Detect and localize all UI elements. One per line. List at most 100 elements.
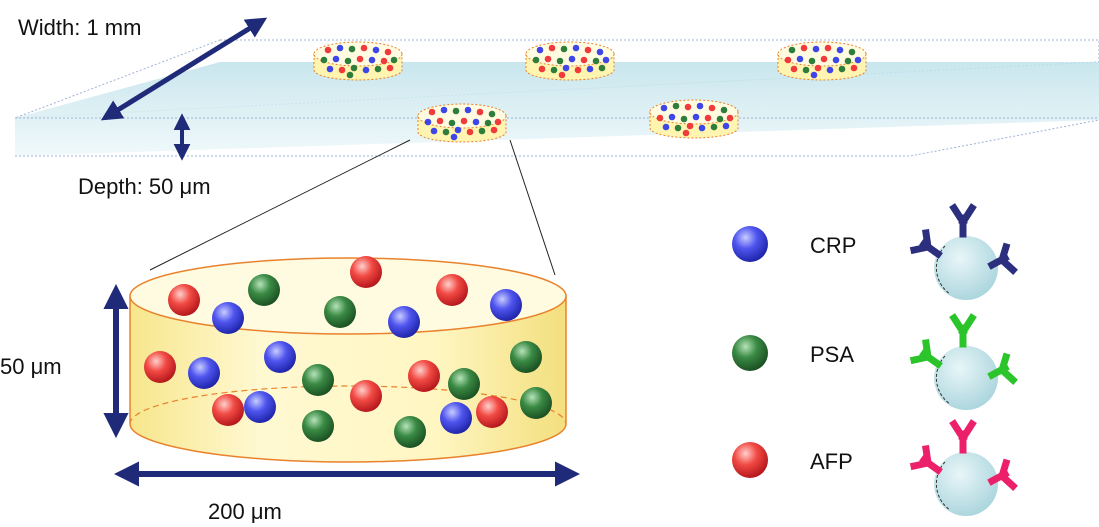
small-psa-bead bbox=[320, 56, 328, 64]
small-psa-bead bbox=[560, 45, 568, 53]
small-psa-bead bbox=[716, 115, 724, 123]
small-psa-bead bbox=[844, 57, 852, 65]
channel-top-face bbox=[14, 39, 1099, 119]
afp-bead bbox=[168, 284, 200, 316]
crp-bead bbox=[490, 289, 522, 321]
height-value: 50 bbox=[0, 354, 31, 379]
small-crp-bead bbox=[450, 133, 458, 141]
small-crp-bead bbox=[368, 56, 376, 64]
zoom-line-left bbox=[149, 139, 411, 271]
small-afp-bead bbox=[814, 64, 822, 72]
small-psa-bead bbox=[346, 71, 354, 79]
small-psa-bead bbox=[350, 64, 358, 72]
small-crp-bead bbox=[602, 56, 610, 64]
psa-bead bbox=[520, 387, 552, 419]
small-crp-bead bbox=[568, 55, 576, 63]
small-crp-bead bbox=[692, 113, 700, 121]
afp-bead bbox=[350, 256, 382, 288]
small-crp-bead bbox=[796, 55, 804, 63]
small-crp-bead bbox=[836, 46, 844, 54]
small-afp-bead bbox=[686, 122, 694, 130]
small-crp-bead bbox=[696, 102, 704, 110]
channel-fill bbox=[15, 62, 1099, 156]
small-psa-bead bbox=[556, 57, 564, 65]
afp-bead-core-dash bbox=[935, 461, 951, 511]
small-afp-bead bbox=[824, 44, 832, 52]
afp-antibody-bead-icon bbox=[909, 419, 1018, 516]
small-afp-bead bbox=[324, 46, 332, 54]
small-crp-bead bbox=[668, 113, 676, 121]
small-crp-bead bbox=[326, 65, 334, 73]
diameter-label: 200 μm bbox=[208, 499, 282, 524]
legend-afp-bead bbox=[732, 442, 768, 478]
legend-crp-bead bbox=[732, 226, 768, 262]
depth-unit: μm bbox=[180, 174, 211, 199]
small-crp-bead bbox=[826, 66, 834, 74]
depth-label: Depth: 50 μm bbox=[78, 174, 211, 199]
afp-antibody-top bbox=[949, 419, 977, 454]
afp-bead bbox=[144, 351, 176, 383]
afp-bead bbox=[350, 380, 382, 412]
small-crp-bead bbox=[662, 123, 670, 131]
legend-afp: AFP bbox=[732, 419, 1018, 516]
width-label: Width: 1 mm bbox=[18, 15, 141, 40]
small-chambers bbox=[313, 41, 867, 143]
small-afp-bead bbox=[574, 66, 582, 74]
height-unit: μm bbox=[31, 354, 62, 379]
small-psa-bead bbox=[674, 124, 682, 132]
small-psa-bead bbox=[848, 48, 856, 56]
small-crp-bead bbox=[722, 122, 730, 130]
small-crp-bead bbox=[812, 45, 820, 53]
small-crp-bead bbox=[336, 44, 344, 52]
small-afp-bead bbox=[428, 108, 436, 116]
small-chamber bbox=[313, 41, 403, 81]
psa-antibody-bead-icon bbox=[909, 313, 1018, 410]
small-chamber bbox=[777, 41, 867, 81]
legend: CRP PSA AFP bbox=[732, 203, 1018, 516]
psa-bead bbox=[248, 274, 280, 306]
small-psa-bead bbox=[478, 127, 486, 135]
afp-antibody-right bbox=[987, 458, 1018, 491]
small-crp-bead bbox=[536, 46, 544, 54]
small-afp-bead bbox=[726, 114, 734, 122]
legend-psa-label: PSA bbox=[810, 342, 854, 367]
small-psa-bead bbox=[488, 110, 496, 118]
psa-antibody-top bbox=[949, 313, 977, 348]
small-chamber bbox=[525, 41, 615, 81]
small-crp-bead bbox=[472, 118, 480, 126]
psa-antibody-right bbox=[987, 352, 1018, 385]
small-afp-bead bbox=[460, 117, 468, 125]
afp-bead bbox=[476, 396, 508, 428]
small-psa-bead bbox=[442, 128, 450, 136]
small-afp-bead bbox=[580, 56, 588, 64]
small-afp-bead bbox=[790, 65, 798, 73]
small-psa-bead bbox=[808, 57, 816, 65]
small-psa-bead bbox=[532, 56, 540, 64]
small-afp-bead bbox=[558, 71, 566, 79]
legend-crp-label: CRP bbox=[810, 233, 856, 258]
small-afp-bead bbox=[784, 56, 792, 64]
small-crp-bead bbox=[332, 55, 340, 63]
small-afp-bead bbox=[708, 104, 716, 112]
crp-bead bbox=[244, 391, 276, 423]
small-psa-bead bbox=[448, 119, 456, 127]
afp-bead bbox=[408, 360, 440, 392]
small-afp-bead bbox=[490, 126, 498, 134]
small-afp-bead bbox=[800, 44, 808, 52]
small-crp-bead bbox=[372, 46, 380, 54]
small-crp-bead bbox=[832, 56, 840, 64]
small-psa-bead bbox=[348, 45, 356, 53]
small-afp-bead bbox=[850, 64, 858, 72]
small-crp-bead bbox=[586, 65, 594, 73]
small-crp-bead bbox=[430, 127, 438, 135]
diameter-unit: μm bbox=[251, 499, 282, 524]
small-afp-bead bbox=[436, 117, 444, 125]
small-crp-bead bbox=[362, 66, 370, 74]
small-psa-bead bbox=[680, 115, 688, 123]
afp-bead bbox=[436, 274, 468, 306]
small-psa-bead bbox=[838, 65, 846, 73]
small-crp-bead bbox=[424, 118, 432, 126]
psa-bead bbox=[510, 341, 542, 373]
legend-crp: CRP bbox=[732, 203, 1018, 300]
